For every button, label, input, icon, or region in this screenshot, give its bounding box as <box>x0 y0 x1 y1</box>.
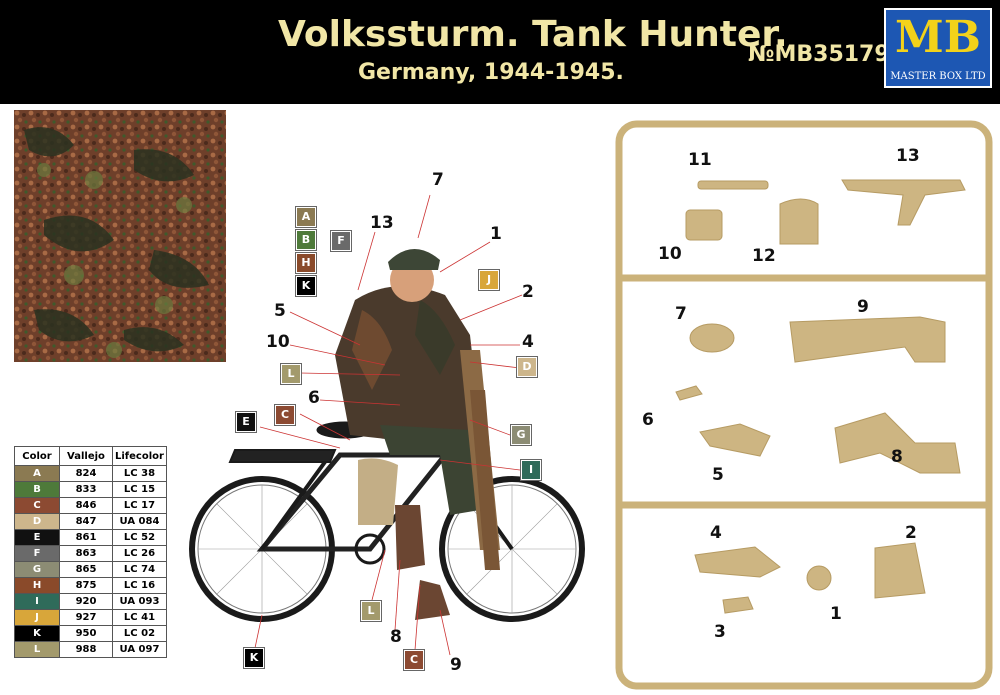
sprue-parts <box>675 179 966 614</box>
color-label-d: D <box>516 356 538 378</box>
sprue-part-number: 11 <box>688 150 712 170</box>
color-label-k: K <box>243 647 265 669</box>
sprue-part-number: 1 <box>830 604 842 624</box>
sprue-part-number: 7 <box>675 304 687 324</box>
table-header-vallejo: Vallejo <box>59 446 113 466</box>
color-label-h: H <box>295 252 317 274</box>
color-swatch-cell: A <box>14 465 60 482</box>
figure-part-number: 6 <box>308 388 320 408</box>
vallejo-code-cell: 920 <box>59 593 113 610</box>
parts-sprue <box>615 120 993 690</box>
figure-part-number: 5 <box>274 301 286 321</box>
color-swatch-cell: I <box>14 593 60 610</box>
header-bar: Volkssturm. Tank Hunter. Germany, 1944-1… <box>0 0 1000 104</box>
sprue-part-number: 6 <box>642 410 654 430</box>
color-label-j: J <box>478 269 500 291</box>
color-swatch-cell: E <box>14 529 60 546</box>
color-label-e: E <box>235 411 257 433</box>
bicycle-front-wheel <box>439 476 585 622</box>
product-code: №MB35179 <box>748 42 890 67</box>
sprue-part-number: 13 <box>896 146 920 166</box>
figure-part-number: 4 <box>522 332 534 352</box>
table-header-row: Color Vallejo Lifecolor <box>14 446 167 466</box>
soldier-figure <box>335 248 500 620</box>
camouflage-pattern-swatch <box>14 110 226 362</box>
figure-part-number: 10 <box>266 332 290 352</box>
color-label-g: G <box>510 424 532 446</box>
logo-mark: MB <box>895 12 981 63</box>
table-header-lifecolor: Lifecolor <box>112 446 167 466</box>
color-label-l: L <box>360 600 382 622</box>
sprue-part-number: 4 <box>710 523 722 543</box>
figure-part-number: 1 <box>490 224 502 244</box>
color-label-c: C <box>403 649 425 671</box>
color-label-i: I <box>520 459 542 481</box>
sprue-part-number: 9 <box>857 297 869 317</box>
vallejo-code-cell: 988 <box>59 641 113 658</box>
page-subtitle: Germany, 1944-1945. <box>358 60 624 85</box>
lifecolor-code-cell: UA 097 <box>112 641 167 658</box>
figure-part-number: 9 <box>450 655 462 675</box>
table-header-color: Color <box>14 446 60 466</box>
color-label-a: A <box>295 206 317 228</box>
sprue-part-number: 3 <box>714 622 726 642</box>
color-swatch-cell: C <box>14 497 60 514</box>
logo-text: MASTER BOX LTD <box>890 71 986 82</box>
color-label-f: F <box>330 230 352 252</box>
sprue-part-number: 5 <box>712 465 724 485</box>
page-title: Volkssturm. Tank Hunter. <box>278 14 788 55</box>
figure-part-number: 13 <box>370 213 394 233</box>
figure-part-number: 7 <box>432 170 444 190</box>
figure-part-number: 2 <box>522 282 534 302</box>
color-label-c: C <box>274 404 296 426</box>
color-swatch-cell: G <box>14 561 60 578</box>
sprue-part-number: 10 <box>658 244 682 264</box>
color-label-k: K <box>295 275 317 297</box>
color-label-l: L <box>280 363 302 385</box>
figure-part-number: 8 <box>390 627 402 647</box>
color-swatch-cell: L <box>14 641 60 658</box>
figure-leader-lines <box>254 194 523 656</box>
color-label-b: B <box>295 229 317 251</box>
sprue-part-number: 2 <box>905 523 917 543</box>
color-swatch-cell: D <box>14 513 60 530</box>
color-swatch-cell: J <box>14 609 60 626</box>
sprue-part-number: 12 <box>752 246 776 266</box>
brand-logo: MB MASTER BOX LTD <box>884 8 992 88</box>
sprue-part-number: 8 <box>891 447 903 467</box>
